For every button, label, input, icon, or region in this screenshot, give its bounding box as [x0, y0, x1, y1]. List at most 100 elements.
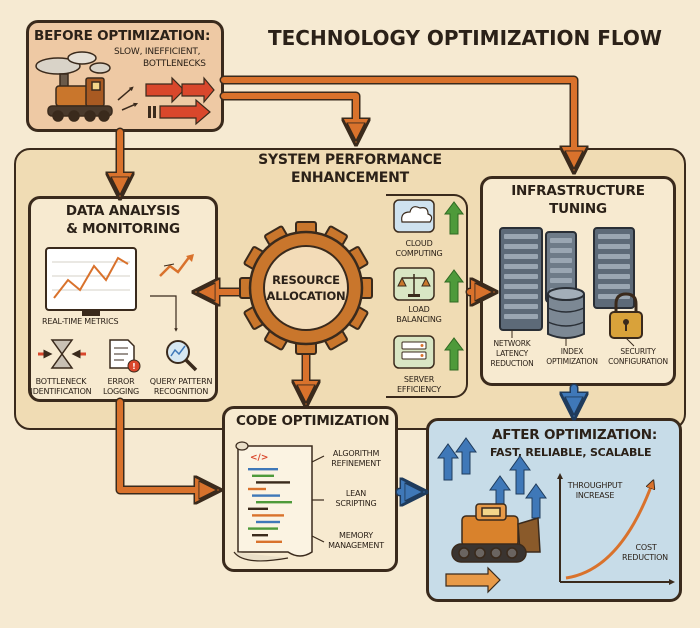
network-label-2: LATENCY	[495, 349, 529, 358]
rack-slot	[504, 314, 538, 319]
infra-pointer-lines	[511, 330, 635, 347]
bottleneck-label-2: IDENTIFICATION	[30, 387, 92, 396]
bottleneck-label-1: BOTTLENECK	[35, 377, 87, 386]
cloud-label-1: CLOUD	[405, 239, 433, 248]
document-warning-icon: !	[109, 339, 141, 373]
error-logging-label-1: ERROR	[107, 377, 135, 386]
page-title: TECHNOLOGY OPTIMIZATION FLOW	[268, 26, 662, 50]
before-line1: SLOW, INEFFICIENT,	[114, 47, 201, 57]
bulldozer-icon	[451, 503, 541, 563]
rack-slot	[550, 248, 572, 253]
monitor-flow-arrow	[150, 295, 178, 332]
growth-curve-icon	[557, 473, 675, 585]
gear-icon	[239, 221, 373, 355]
green-up-arrows	[444, 201, 464, 371]
code-line	[248, 527, 278, 530]
code-line	[248, 507, 268, 510]
cost-label-2: REDUCTION	[622, 553, 668, 562]
rack-slot	[550, 278, 572, 283]
lean-label-2: SCRIPTING	[335, 499, 377, 508]
query-pattern-label-1: QUERY PATTERN	[149, 377, 213, 386]
after-forward-arrow	[445, 566, 501, 594]
security-label-2: CONFIGURATION	[608, 357, 668, 366]
realtime-metrics-label: REAL-TIME METRICS	[42, 317, 119, 326]
server-card-icon	[393, 335, 435, 369]
network-label-1: NETWORK	[493, 339, 531, 348]
data-analysis-line2: & MONITORING	[66, 221, 180, 237]
rack-slot	[598, 284, 630, 289]
algorithm-label-2: REFINEMENT	[331, 459, 381, 468]
mini-trend-icon	[159, 254, 194, 277]
rack-slot	[598, 234, 630, 239]
code-line	[252, 514, 284, 517]
services-column	[386, 194, 468, 398]
rack-slot	[504, 304, 538, 309]
code-line	[248, 468, 278, 471]
throughput-label-2: INCREASE	[575, 491, 615, 500]
rack-slot	[504, 234, 538, 239]
rack-slot	[550, 268, 572, 273]
code-line	[256, 540, 282, 543]
database-icon	[547, 287, 585, 339]
infra-line1: INFRASTRUCTURE	[511, 183, 645, 199]
memory-label-2: MANAGEMENT	[328, 541, 384, 550]
code-tag: </>	[250, 453, 268, 463]
system-heading-line1: SYSTEM PERFORMANCE	[258, 152, 442, 168]
resource-line1: RESOURCE	[272, 273, 340, 287]
rack-slot	[598, 254, 630, 259]
arrow-before-to-system	[219, 91, 356, 132]
code-line	[252, 494, 280, 497]
code-line	[256, 481, 290, 484]
server-label-2: EFFICIENCY	[397, 385, 441, 394]
resource-line2: ALLOCATION	[266, 289, 346, 303]
after-heading: AFTER OPTIMIZATION:	[492, 427, 658, 443]
before-heading: BEFORE OPTIMIZATION:	[34, 28, 211, 44]
svg-text:!: !	[132, 362, 136, 371]
load-label-2: BALANCING	[396, 315, 442, 324]
code-line	[252, 474, 274, 477]
rack-slot	[504, 294, 538, 299]
scale-icon	[393, 267, 435, 301]
blue-up-arrows	[437, 437, 547, 519]
rack-slot	[504, 284, 538, 289]
hourglass-icon	[38, 339, 86, 369]
steam-train-icon	[35, 51, 113, 122]
cloud-icon	[393, 199, 435, 233]
load-label-1: LOAD	[408, 305, 430, 314]
code-line	[252, 534, 268, 537]
index-label-1: INDEX	[560, 347, 584, 356]
code-line	[256, 520, 280, 524]
rack-slot	[504, 254, 538, 259]
slow-arrows-icon	[117, 76, 215, 126]
rack-slot	[504, 264, 538, 269]
code-bracket-lines	[311, 455, 325, 543]
arrow-data-to-code	[115, 397, 208, 490]
flow-arrows	[115, 75, 574, 490]
security-label-1: SECURITY	[620, 347, 656, 356]
memory-label-1: MEMORY	[339, 531, 373, 540]
padlock-icon	[609, 292, 643, 339]
server-rack-icon	[499, 227, 635, 331]
rack-slot	[598, 264, 630, 269]
line-chart-monitor-icon	[45, 247, 137, 316]
cloud-label-2: COMPUTING	[395, 249, 443, 258]
rack-slot	[504, 274, 538, 279]
after-subheading: FAST, RELIABLE, SCALABLE	[490, 446, 652, 459]
system-heading-line2: ENHANCEMENT	[291, 170, 409, 186]
before-line2: BOTTLENECKS	[143, 59, 206, 69]
magnifier-icon	[166, 340, 198, 372]
code-scroll-icon: </>	[233, 441, 313, 562]
blue-arrows	[395, 383, 574, 492]
throughput-label-1: THROUGHPUT	[567, 481, 623, 490]
code-heading: CODE OPTIMIZATION	[236, 413, 390, 429]
rack-slot	[504, 244, 538, 249]
error-logging-label-2: LOGGING	[102, 387, 139, 396]
code-line	[256, 501, 292, 504]
algorithm-label-1: ALGORITHM	[332, 449, 380, 458]
code-line	[248, 487, 266, 491]
rack-slot	[598, 244, 630, 249]
rack-slot	[550, 258, 572, 263]
data-analysis-line1: DATA ANALYSIS	[65, 203, 181, 219]
infra-line2: TUNING	[549, 201, 607, 217]
